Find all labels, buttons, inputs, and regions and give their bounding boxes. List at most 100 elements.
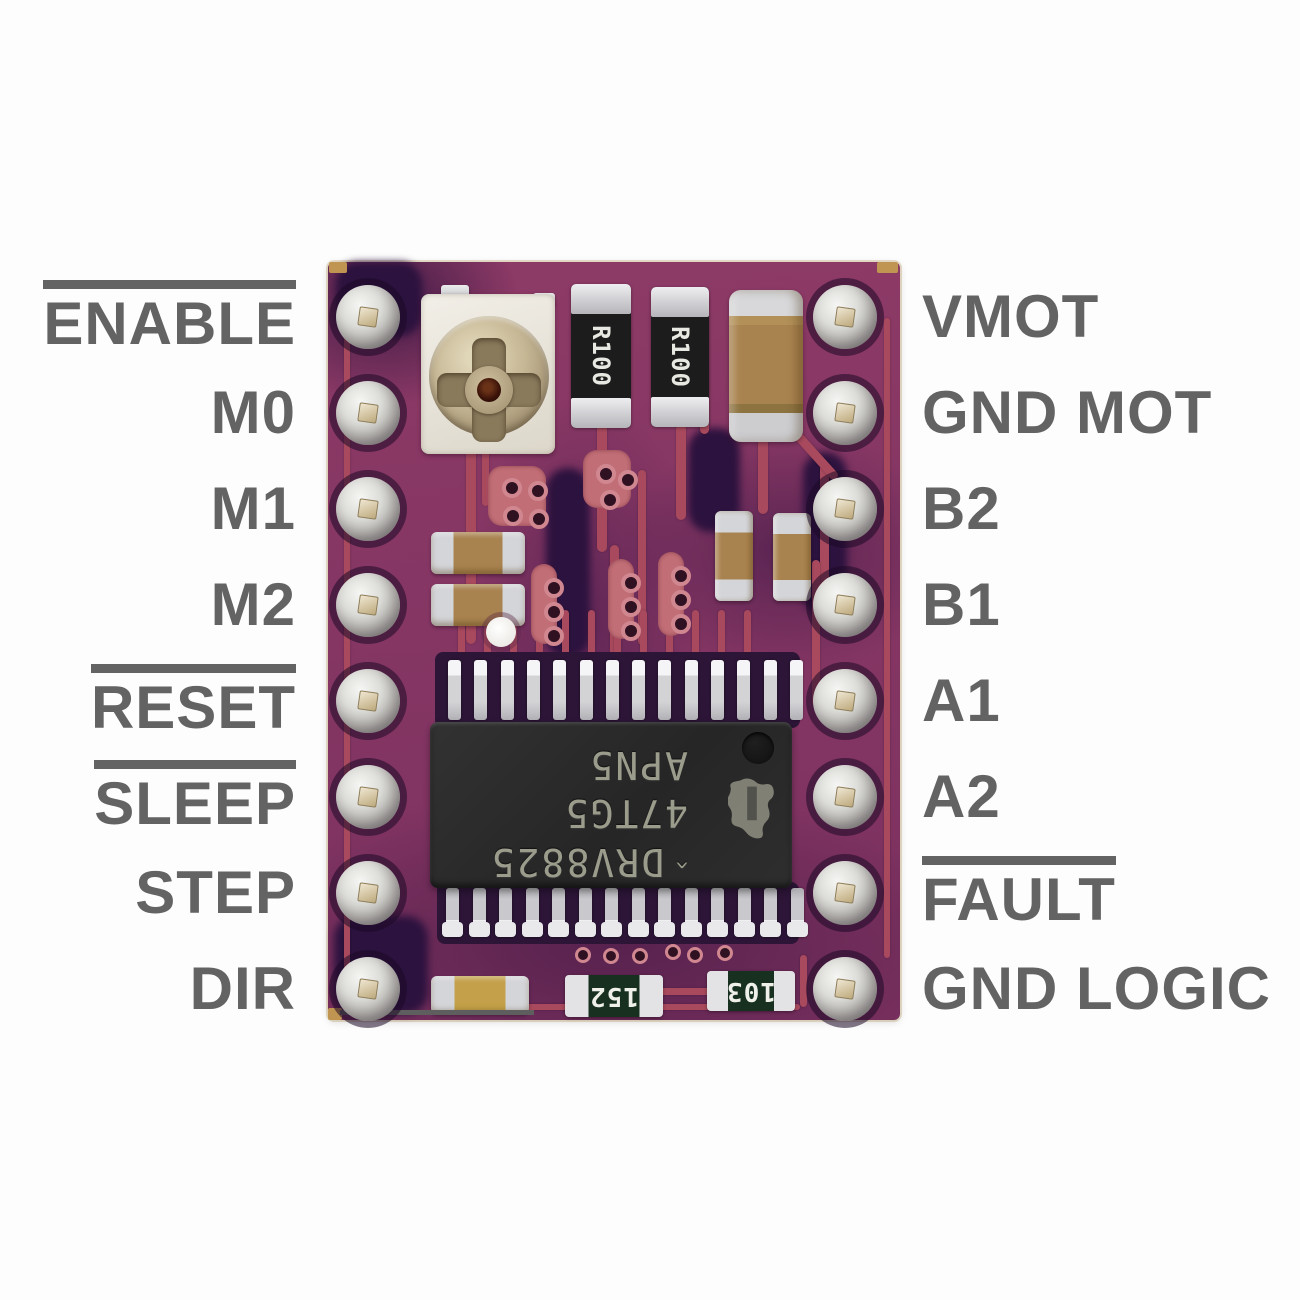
current-trim-pot [421, 294, 555, 454]
overline-bar [94, 760, 296, 769]
pin-fault [813, 861, 877, 925]
chip-leg [632, 660, 645, 720]
via [632, 948, 648, 964]
board-edge-corner [877, 262, 898, 273]
resistor-103-label: 103 [726, 976, 776, 1006]
overline-bar [43, 280, 296, 289]
capacitor [431, 976, 529, 1014]
chip-leg [685, 660, 698, 720]
pin-label-m0: M0 [210, 379, 296, 446]
chip-laser-mark: ^ [673, 848, 688, 873]
pin-head [834, 786, 856, 808]
via [528, 481, 548, 501]
copper-trace [812, 560, 820, 706]
chip-leg [553, 660, 566, 720]
white-via [486, 617, 516, 647]
capacitor [431, 532, 525, 574]
ti-logo-icon [728, 778, 774, 839]
pin-sleep [336, 765, 400, 829]
chip-leg [658, 660, 671, 720]
board-edge-corner [329, 262, 347, 273]
pin-label-gnd-mot: GND MOT [922, 379, 1213, 446]
copper-trace [655, 988, 715, 995]
pin-label-m1: M1 [210, 475, 296, 542]
capacitor [431, 584, 525, 626]
pin-b2 [813, 477, 877, 541]
overline-bar [90, 664, 296, 673]
pin-a2 [813, 765, 877, 829]
chip-leg [790, 660, 803, 720]
pin-head [357, 786, 379, 808]
pin-head [357, 978, 379, 1000]
pin-label-step: STEP [135, 859, 296, 926]
copper-trace [718, 610, 725, 656]
via [502, 478, 522, 498]
via [544, 578, 564, 598]
via [544, 602, 564, 622]
via [717, 945, 733, 961]
via [621, 621, 641, 641]
pin-label-m2: M2 [210, 571, 296, 638]
overline-bar [922, 856, 1116, 865]
chip-leg [787, 888, 808, 937]
chip-leg [628, 888, 649, 937]
chip-leg [522, 888, 543, 937]
pin-label-gnd-logic: GND LOGIC [922, 955, 1271, 1022]
sense-resistor-1: R100 [571, 284, 631, 428]
chip-leg [737, 660, 750, 720]
chip-leg [448, 660, 461, 720]
via [621, 597, 641, 617]
chip-leg [575, 888, 596, 937]
chip-leg [681, 888, 702, 937]
copper-trace [758, 434, 768, 514]
via [618, 470, 638, 490]
sense-resistor-2: R100 [651, 287, 709, 427]
via [529, 509, 549, 529]
chip-leg [548, 888, 569, 937]
pin-head [834, 690, 856, 712]
pin-label-reset: RESET [90, 664, 296, 738]
pin-gnd-mot [813, 381, 877, 445]
chip-leg [474, 660, 487, 720]
copper-trace [638, 470, 646, 645]
chip-leg [654, 888, 675, 937]
pin-a1 [813, 669, 877, 733]
sense-resistor-1-label: R100 [587, 325, 615, 387]
sense-resistor-2-label: R100 [666, 326, 694, 388]
capacitor [773, 513, 811, 601]
pin-m1 [336, 477, 400, 541]
pin-head [357, 498, 379, 520]
pin-head [834, 402, 856, 424]
copper-trace [800, 955, 807, 1007]
pin-label-dir: DIR [189, 955, 296, 1022]
chip-marking-line3: APN5 [588, 742, 688, 787]
pin-reset [336, 669, 400, 733]
resistor-152-label: 152 [589, 981, 639, 1011]
chip-leg [601, 888, 622, 937]
copper-trace [884, 318, 890, 958]
pot-center-hole [477, 378, 501, 402]
pin-dir [336, 957, 400, 1021]
gray-line-artifact [340, 1010, 534, 1015]
chip-leg [707, 888, 728, 937]
capacitor [715, 511, 753, 601]
resistor-152: 152 [565, 975, 663, 1017]
pin-m2 [336, 573, 400, 637]
driver-chip: ^DRV8825 47TG5 APN5 [430, 722, 792, 888]
copper-trace [344, 300, 350, 1000]
chip-marking-line1: ^DRV8825 [489, 840, 688, 884]
chip-marking-line2: 47TG5 [563, 791, 688, 836]
pin-label-sleep: SLEEP [94, 760, 296, 834]
via [665, 944, 681, 960]
via [671, 614, 691, 634]
copper-trace [640, 610, 647, 656]
pin-label-b1: B1 [922, 571, 1001, 638]
via [687, 947, 703, 963]
pin-head [834, 978, 856, 1000]
via [544, 626, 564, 646]
pin-head [357, 690, 379, 712]
pin-head [834, 306, 856, 328]
pin-label-b2: B2 [922, 475, 1001, 542]
pin-b1 [813, 573, 877, 637]
